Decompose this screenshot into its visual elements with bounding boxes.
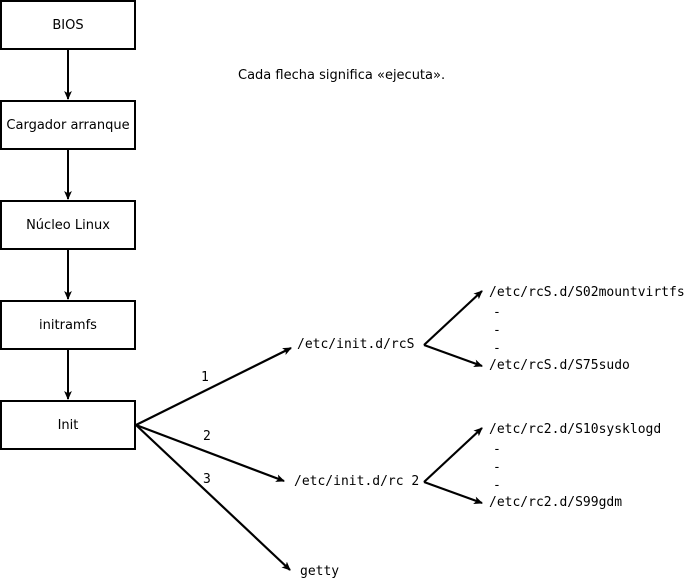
label-rc2-first: /etc/rc2.d/S10sysklogd xyxy=(489,422,662,437)
node-initramfs-label: initramfs xyxy=(39,317,97,333)
arrow-init-to-rc2 xyxy=(135,423,285,483)
arrow-rcs-to-last xyxy=(423,343,483,368)
node-kernel-label: Núcleo Linux xyxy=(26,217,110,233)
arrow-init-to-rcs xyxy=(135,347,292,426)
rcs-split-arrows xyxy=(423,290,483,368)
node-bootloader: Cargador arranque xyxy=(0,100,136,150)
node-bios-label: BIOS xyxy=(52,17,84,33)
node-initramfs: initramfs xyxy=(0,300,136,350)
edge-label-3: 3 xyxy=(203,472,211,487)
label-rc2-last: /etc/rc2.d/S99gdm xyxy=(489,495,623,510)
arrow-init-to-getty xyxy=(135,424,291,571)
label-rcs-last: /etc/rcS.d/S75sudo xyxy=(489,358,630,373)
diagram-caption: Cada flecha significa «ejecuta». xyxy=(238,68,446,83)
node-kernel: Núcleo Linux xyxy=(0,200,136,250)
edge-label-2: 2 xyxy=(203,429,211,444)
node-bios: BIOS xyxy=(0,0,136,50)
node-init: Init xyxy=(0,400,136,450)
rc2-ellipsis-dash-2: - xyxy=(493,460,501,475)
init-fanout-arrows xyxy=(135,347,292,571)
rcs-ellipsis-dash-1: - xyxy=(493,305,501,320)
node-init-label: Init xyxy=(57,417,79,433)
rcs-ellipsis-dash-3: - xyxy=(493,341,501,356)
node-bootloader-label: Cargador arranque xyxy=(6,117,130,133)
rcs-ellipsis-dash-2: - xyxy=(493,323,501,338)
rc2-ellipsis-dash-1: - xyxy=(493,442,501,457)
rc2-split-arrows xyxy=(423,427,483,505)
label-rcs-first: /etc/rcS.d/S02mountvirtfs xyxy=(489,285,684,300)
edge-label-1: 1 xyxy=(201,370,209,385)
label-getty: getty xyxy=(300,564,340,579)
arrow-rc2-to-first xyxy=(423,427,483,483)
label-init-d-rc2: /etc/init.d/rc 2 xyxy=(294,474,420,489)
arrow-rcs-to-first xyxy=(423,290,483,346)
arrow-rc2-to-last xyxy=(423,480,483,505)
label-init-d-rcs: /etc/init.d/rcS xyxy=(297,337,415,352)
rc2-ellipsis-dash-3: - xyxy=(493,478,501,493)
